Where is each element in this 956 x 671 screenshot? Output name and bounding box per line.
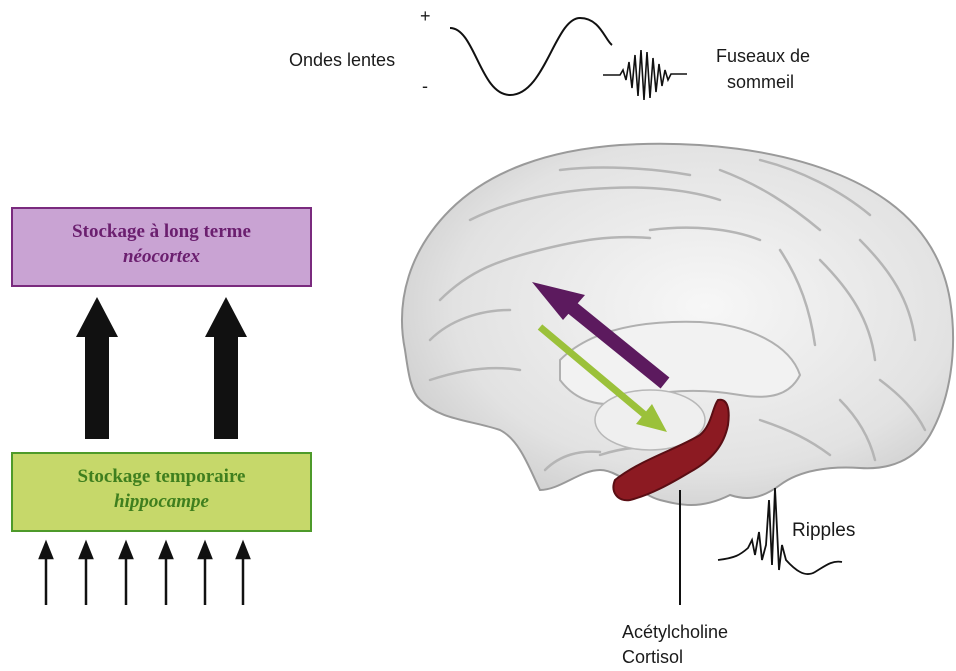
sleep-spindles-label-line2: sommeil [727,72,794,93]
acetylcholine-label: Acétylcholine [622,622,728,643]
sleep-spindles-label-line1: Fuseaux de [716,46,810,67]
cortisol-label: Cortisol [622,647,683,668]
slow-waves-label: Ondes lentes [289,50,395,71]
long-term-storage-box: Stockage à long terme néocortex [11,207,312,287]
input-arrow-3 [120,543,132,605]
temporary-storage-box: Stockage temporaire hippocampe [11,452,312,532]
long-term-storage-region: néocortex [13,244,310,269]
input-arrow-5 [199,543,211,605]
input-arrow-6 [237,543,249,605]
big-arrow-right [205,297,247,439]
input-arrow-2 [80,543,92,605]
input-arrows [40,543,249,605]
temporary-storage-region: hippocampe [13,489,310,514]
minus-sign: - [422,76,428,97]
input-arrow-1 [40,543,52,605]
temporary-storage-title: Stockage temporaire [13,464,310,489]
slow-wave-icon [450,18,612,95]
long-term-storage-title: Stockage à long terme [13,219,310,244]
input-arrow-4 [160,543,172,605]
big-arrow-left [76,297,118,439]
plus-sign: + [420,6,431,27]
ripples-label: Ripples [792,520,855,542]
sleep-spindle-icon [603,50,687,100]
